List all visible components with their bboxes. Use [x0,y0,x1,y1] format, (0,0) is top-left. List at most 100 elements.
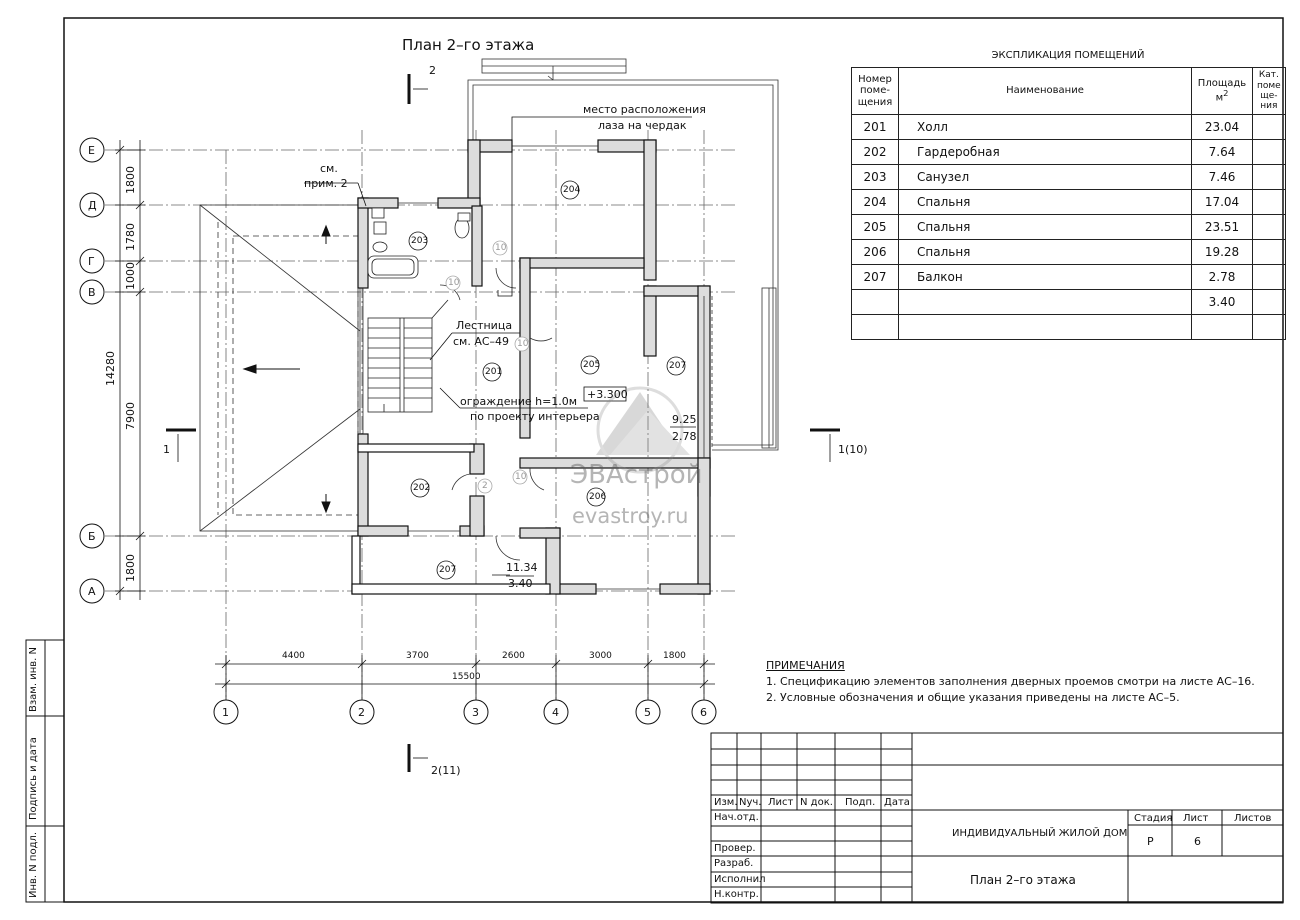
level-mark: +3.300 [587,388,628,401]
room-tag-207a [666,356,686,376]
cell-number: 203 [851,164,899,190]
room-tag-206-label: 206 [589,492,607,502]
note-item-2: 2. Условные обозначения и общие указания… [766,691,1180,704]
header-category: Кат. поме ще- ния [1252,67,1286,115]
room-tag-204-label: 204 [563,185,581,195]
side-label-vzam: Взам. инв. N [28,647,39,712]
cell-area: 7.64 [1191,139,1253,165]
door-tag-5: 2 [482,481,488,491]
cell-category [1252,214,1286,240]
room-tag-201-label: 201 [485,367,503,377]
room-tag-circles [408,180,686,580]
door-tag-circles [445,240,530,494]
notes-block: ПРИМЕЧАНИЯ 1. Спецификацию элементов зап… [766,658,1255,706]
header-number-1: Номер [858,73,892,85]
axis-bubbles [79,137,717,725]
see-note-2: прим. 2 [304,177,348,190]
stamp-role-prov: Провер. [714,843,756,854]
hdim-3700: 3700 [406,651,429,661]
side-label-inv: Инв. N подл. [28,831,39,898]
vdim-7900: 7900 [124,402,137,430]
left-side-strip [25,639,65,903]
header-name: Наименование [898,67,1192,115]
room-tag-207b [436,560,456,580]
stamp-col-list: Лист [768,797,794,808]
room-tag-203 [408,231,428,251]
room-tag-203-label: 203 [411,236,429,246]
section-marks [166,74,840,772]
horizontal-dimension-lines [215,655,715,700]
section-mark-2-bottom: 2(11) [431,764,461,777]
vdim-1800-top: 1800 [124,166,137,194]
room-tag-201 [482,362,502,382]
side-label-podpis: Подпись и дата [28,737,39,820]
header-category-2: поме [1257,80,1281,91]
cell-category [1252,164,1286,190]
cell-area: 17.04 [1191,189,1253,215]
cell-number: 202 [851,139,899,165]
cell-number: 206 [851,239,899,265]
door-tag-3: 10 [495,243,507,253]
door-tag-2: 10 [515,472,527,482]
table-row [851,314,1286,340]
section-mark-1-left: 1 [163,443,170,456]
cell-name: Спальня [898,214,1192,240]
hdim-2600: 2600 [502,651,525,661]
attic-hatch-note-2: лаза на чердак [598,119,687,132]
cell-number: 201 [851,114,899,140]
axis-label-6: 6 [700,706,707,719]
railing-note-2: по проекту интерьера [470,410,600,423]
axis-label-b: Б [88,530,96,543]
stamp-stage-value: Р [1147,835,1154,848]
stair-note-1: Лестница [456,319,513,332]
cell-number: 207 [851,264,899,290]
inner-frame [63,17,1284,903]
cell-number: 204 [851,189,899,215]
cell-name: Спальня [898,189,1192,215]
cell-name: Балкон [898,264,1192,290]
cell-category [1252,289,1286,315]
stair-note-2: см. АС–49 [453,335,510,348]
header-number: Номер поме- щения [851,67,899,115]
axis-label-d: Д [88,199,97,212]
stamp-sheet-title: План 2–го этажа [970,873,1076,887]
cell-category [1252,314,1286,340]
area-207-top: 11.34 [506,561,538,574]
slope-arrows [242,224,331,514]
axis-label-v: В [88,286,96,299]
cell-category [1252,139,1286,165]
axis-bubble-v [79,279,105,305]
cell-name: Гардеробная [898,139,1192,165]
area-205-top: 9.25 [672,413,697,426]
cell-area: 2.78 [1191,264,1253,290]
cell-category [1252,239,1286,265]
cell-category [1252,114,1286,140]
cell-name [898,314,1192,340]
stamp-col-podp: Подп. [845,797,876,808]
header-area: Площадь м2 [1191,67,1253,115]
room-tag-207b-label: 207 [439,565,457,575]
plan-title: План 2–го этажа [402,36,535,54]
explication-title: ЭКСПЛИКАЦИЯ ПОМЕЩЕНИЙ [991,50,1145,61]
cell-category [1252,264,1286,290]
header-number-2: поме- [860,85,890,97]
stamp-role-nkontr: Н.контр. [714,889,759,900]
vertical-dimension-lines [115,140,145,600]
cell-name [898,289,1192,315]
cell-category [1252,189,1286,215]
cell-name: Спальня [898,239,1192,265]
vdim-total: 14280 [104,351,117,386]
cell-number [851,314,899,340]
header-area-sup: 2 [1223,88,1229,99]
cell-number: 205 [851,214,899,240]
room-tag-205-label: 205 [583,360,601,370]
terrace-outline [467,58,779,451]
header-area-label: Площадь [1197,77,1247,89]
axis-bubble-g [79,248,105,274]
header-area-unit: м [1215,92,1224,104]
watermark-brand: ЭВАстрой [570,460,703,490]
